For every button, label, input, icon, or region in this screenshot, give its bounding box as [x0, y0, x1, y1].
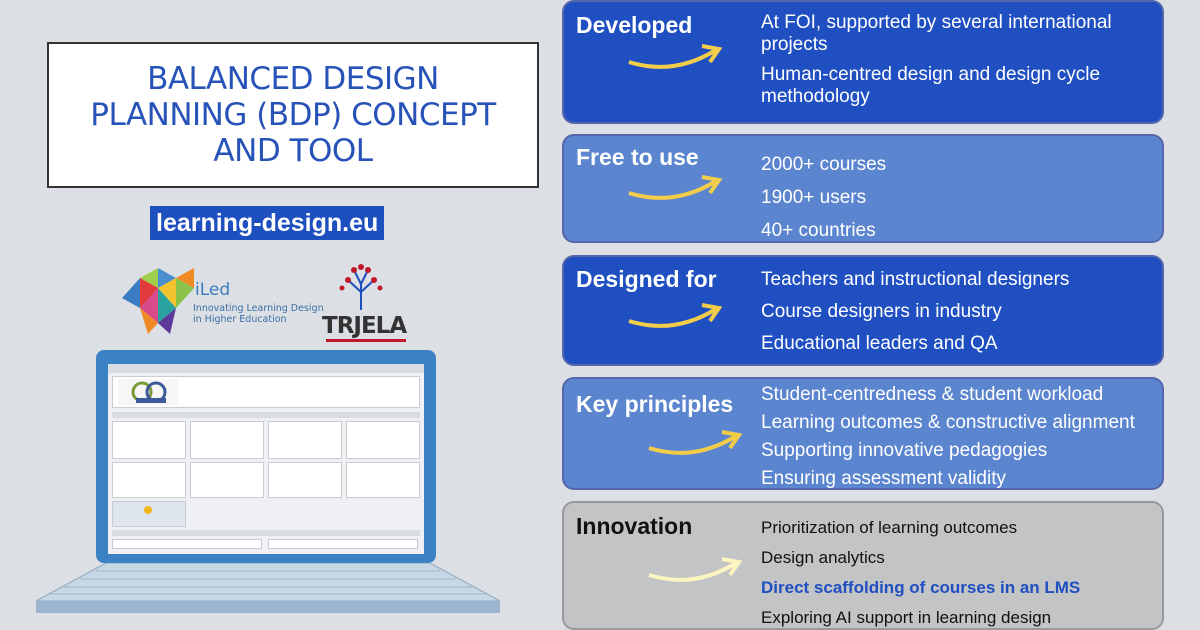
card-innovation: Innovation Prioritization of learning ou…: [562, 501, 1164, 630]
ede-desk-logo-icon: [131, 381, 167, 403]
trjela-logo-text: TRJELA: [322, 313, 407, 339]
arrow-icon: [628, 175, 723, 200]
card-title: Key principles: [576, 391, 734, 417]
arrow-icon: [628, 44, 723, 69]
arrow-icon: [648, 430, 743, 455]
card-line: Teachers and instructional designers: [761, 269, 1070, 290]
card-line: At FOI, supported by several internation…: [761, 12, 1112, 55]
card-key-principles: Key principles Student-centredness & stu…: [562, 377, 1164, 490]
card-line: Learning outcomes & constructive alignme…: [761, 412, 1135, 433]
card-line: Educational leaders and QA: [761, 333, 998, 354]
card-line: 1900+ users: [761, 187, 867, 208]
card-designed-for: Designed for Teachers and instructional …: [562, 255, 1164, 366]
page-title: BALANCED DESIGN PLANNING (BDP) CONCEPT A…: [90, 61, 496, 169]
card-title: Developed: [576, 12, 693, 38]
arrow-icon: [648, 557, 743, 582]
card-line: Design analytics: [761, 548, 885, 567]
laptop-base: [36, 563, 500, 613]
card-line: Supporting innovative pedagogies: [761, 440, 1048, 461]
card-line: Prioritization of learning outcomes: [761, 518, 1018, 537]
card-line: Exploring AI support in learning design: [761, 608, 1052, 627]
card-developed: Developed At FOI, supported by several i…: [562, 0, 1164, 124]
card-line: Course designers in industry: [761, 301, 1002, 322]
iled-logo-icon: [122, 268, 194, 334]
website-link[interactable]: learning-design.eu: [150, 206, 385, 240]
iled-logo-name: iLed: [195, 280, 231, 300]
card-title: Designed for: [576, 266, 717, 292]
card-line: Student-centredness & student workload: [761, 384, 1104, 405]
card-line: 40+ countries: [761, 220, 876, 241]
arrow-icon: [628, 303, 723, 328]
iled-logo-subtitle: Innovating Learning Design in Higher Edu…: [193, 303, 324, 325]
card-title: Free to use: [576, 144, 699, 170]
card-line: Ensuring assessment validity: [761, 468, 1006, 489]
card-free-to-use: Free to use 2000+ courses 1900+ users 40…: [562, 134, 1164, 243]
trjela-underline: [326, 339, 406, 342]
trjela-tree-icon: [339, 264, 383, 310]
card-line: 2000+ courses: [761, 154, 887, 175]
card-line-highlight: Direct scaffolding of courses in an LMS: [761, 578, 1081, 597]
card-line: Human-centred design and design cycle me…: [761, 64, 1101, 107]
laptop-screenshot: [108, 364, 424, 554]
card-title: Innovation: [576, 513, 693, 539]
title-box: BALANCED DESIGN PLANNING (BDP) CONCEPT A…: [47, 42, 539, 188]
